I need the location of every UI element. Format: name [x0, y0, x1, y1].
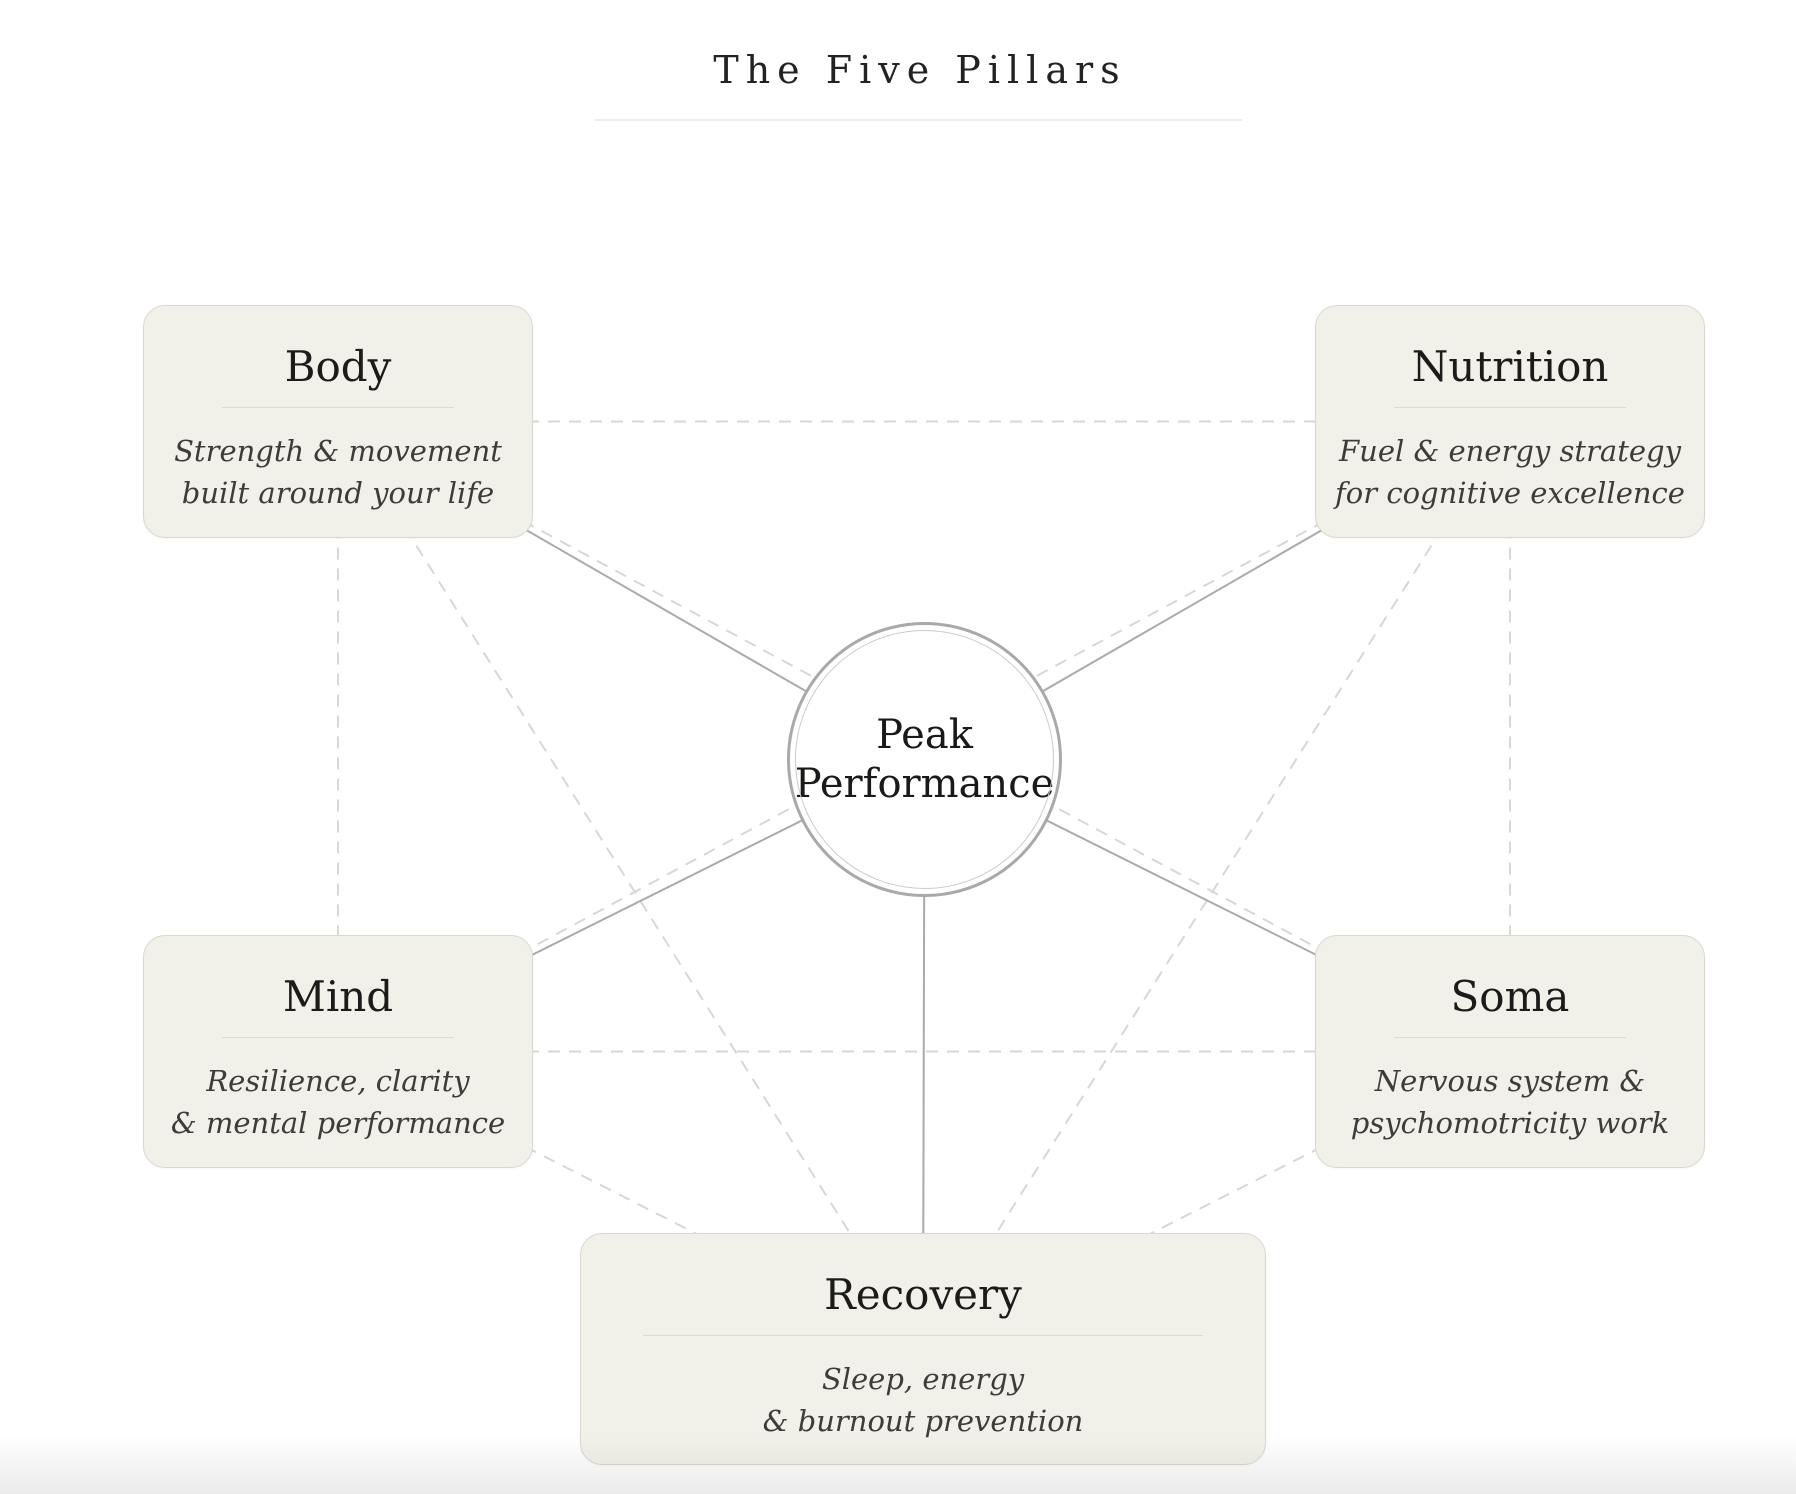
pillar-card-recovery: Recovery Sleep, energy & burnout prevent…: [580, 1233, 1266, 1465]
pillar-title: Body: [284, 342, 392, 391]
card-divider: [221, 407, 455, 409]
center-label-line: Peak: [876, 711, 973, 758]
pillar-description: Sleep, energy & burnout prevention: [581, 1358, 1265, 1442]
description-line: Sleep, energy: [821, 1362, 1025, 1397]
card-divider: [1393, 1037, 1627, 1039]
pillar-title: Nutrition: [1411, 342, 1609, 391]
pillar-card-soma: Soma Nervous system & psychomotricity wo…: [1315, 935, 1705, 1168]
description-line: Strength & movement: [174, 434, 502, 469]
description-line: psychomotricity work: [1350, 1106, 1670, 1141]
description-line: Fuel & energy strategy: [1339, 434, 1681, 469]
page-title: The Five Pillars: [713, 48, 1127, 92]
description-line: & burnout prevention: [762, 1404, 1084, 1439]
pillar-card-body: Body Strength & movement built around yo…: [143, 305, 533, 538]
pillar-description: Resilience, clarity & mental performance: [144, 1060, 532, 1144]
pillar-card-nutrition: Nutrition Fuel & energy strategy for cog…: [1315, 305, 1705, 538]
pillar-description: Strength & movement built around your li…: [144, 430, 532, 514]
description-line: Nervous system &: [1374, 1064, 1646, 1099]
description-line: Resilience, clarity: [206, 1064, 470, 1099]
pillar-title: Recovery: [824, 1270, 1022, 1319]
center-label: Peak Performance: [795, 711, 1055, 809]
pillar-description: Fuel & energy strategy for cognitive exc…: [1316, 430, 1704, 514]
card-divider: [1393, 407, 1627, 409]
center-label-line: Performance: [794, 760, 1055, 807]
center-node-peak-performance: Peak Performance: [787, 622, 1062, 897]
pillar-title: Mind: [282, 972, 394, 1021]
pillar-description: Nervous system & psychomotricity work: [1316, 1060, 1704, 1144]
card-divider: [642, 1335, 1204, 1337]
description-line: & mental performance: [170, 1106, 506, 1141]
title-divider: [595, 119, 1242, 121]
pillar-card-mind: Mind Resilience, clarity & mental perfor…: [143, 935, 533, 1168]
description-line: built around your life: [181, 476, 495, 511]
description-line: for cognitive excellence: [1335, 476, 1685, 511]
card-divider: [221, 1037, 455, 1039]
pillar-title: Soma: [1450, 972, 1570, 1021]
